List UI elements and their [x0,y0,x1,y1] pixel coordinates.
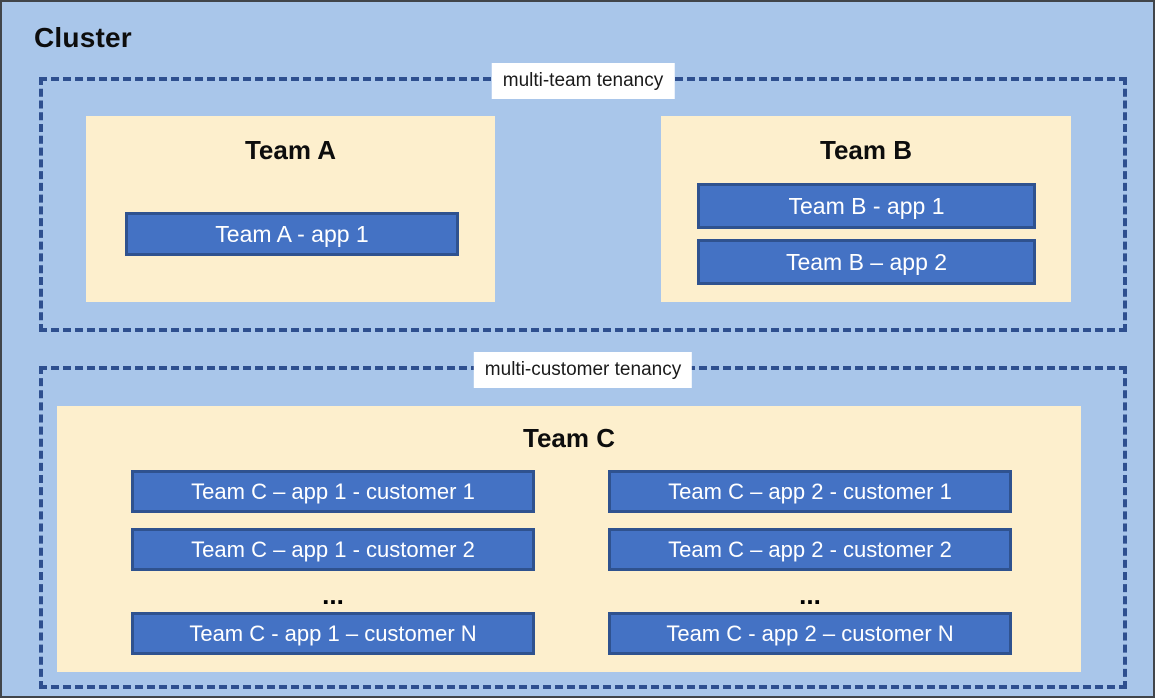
app-chip-team-b-app-1[interactable]: Team B - app 1 [697,183,1036,229]
app-chip-team-c-app-1-customer-2[interactable]: Team C – app 1 - customer 2 [131,528,535,571]
team-box-team-b: Team B Team B - app 1 Team B – app 2 [661,116,1071,302]
team-box-team-a: Team A Team A - app 1 [86,116,495,302]
tenancy-region-multi-team: multi-team tenancy [39,63,1127,332]
app-chip-team-c-app-2-customer-2[interactable]: Team C – app 2 - customer 2 [608,528,1012,571]
app-chip-team-c-app-1-customer-n[interactable]: Team C - app 1 – customer N [131,612,535,655]
ellipsis-team-c-app-1: ... [322,580,344,610]
app-chip-team-b-app-2[interactable]: Team B – app 2 [697,239,1036,285]
tenancy-label-multi-customer: multi-customer tenancy [473,352,693,388]
tenancy-region-multi-customer: multi-customer tenancy [39,352,1127,689]
cluster-title: Cluster [34,22,132,53]
app-chip-team-a-app-1[interactable]: Team A - app 1 [125,212,459,256]
app-chip-team-c-app-2-customer-n[interactable]: Team C - app 2 – customer N [608,612,1012,655]
team-title-team-c: Team C [523,423,615,453]
team-title-team-a: Team A [244,135,337,165]
team-title-team-b: Team B [820,135,912,165]
app-chip-team-c-app-2-customer-1[interactable]: Team C – app 2 - customer 1 [608,470,1012,513]
team-box-team-c: Team C Team C – app 1 - customer 1 Team … [57,406,1081,672]
ellipsis-team-c-app-2: ... [799,580,821,610]
app-chip-team-c-app-1-customer-1[interactable]: Team C – app 1 - customer 1 [131,470,535,513]
tenancy-label-multi-team: multi-team tenancy [491,63,675,99]
